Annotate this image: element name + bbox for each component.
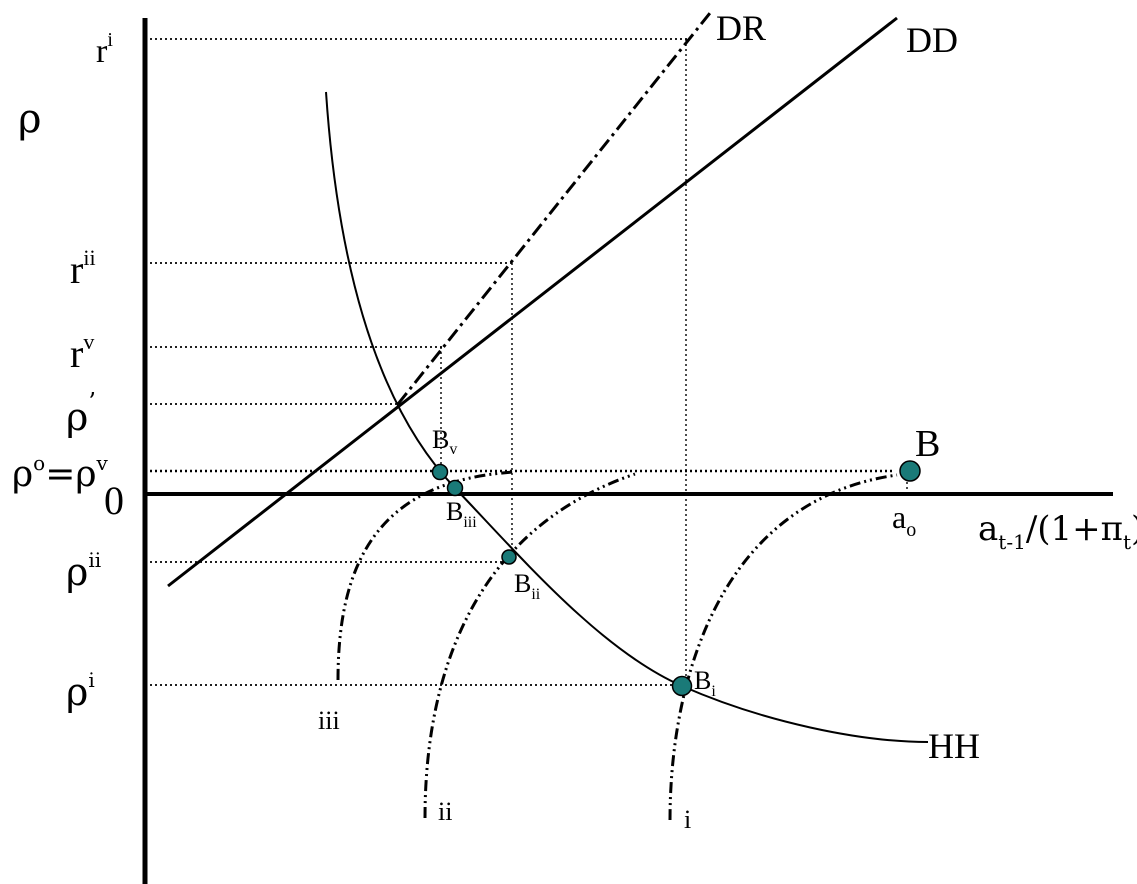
point-label-a0: ao (892, 499, 916, 541)
point-label-b: B (915, 423, 940, 465)
label-rho0: ρo=ρv (12, 451, 109, 495)
equilibrium-points (431, 460, 921, 697)
label-ri: ri (96, 29, 113, 70)
label-rho-prime: ρ’ (66, 388, 96, 439)
adjustment-paths (336, 470, 898, 821)
point-label-bi: Bi (694, 666, 716, 700)
label-rhoi: ρi (66, 668, 95, 714)
horizontal-guides (145, 38, 895, 686)
point-bi-marker (671, 675, 693, 697)
curve-label-dr: DR (716, 8, 766, 48)
y-axis-label: ρ (18, 96, 42, 142)
vertical-guides (440, 39, 908, 688)
origin-label: 0 (104, 478, 124, 523)
point-bv-marker (431, 463, 449, 481)
point-label-bv: Bv (432, 425, 457, 458)
path-iii-curve (336, 470, 516, 681)
label-rhoii: ρii (66, 548, 101, 594)
path-i-curve (668, 473, 898, 821)
path-label-i: i (684, 805, 691, 834)
curve-label-dd: DD (906, 20, 958, 60)
point-label-biii: Biii (446, 497, 477, 531)
path-label-ii: ii (438, 797, 452, 826)
hh-curve (325, 91, 929, 743)
point-label-bii: Bii (514, 569, 541, 603)
path-label-iii: iii (318, 706, 340, 735)
point-bii-marker (501, 549, 517, 565)
label-rv: rv (70, 329, 94, 376)
x-axis-label: at-1/(1+πt) (978, 509, 1137, 554)
point-b-marker (899, 460, 921, 482)
curve-label-hh: HH (928, 726, 980, 766)
point-biii-marker (446, 479, 464, 497)
label-rii: rii (70, 245, 96, 292)
dd-line (167, 16, 898, 588)
path-ii-curve (423, 472, 636, 819)
dr-line (396, 12, 712, 405)
